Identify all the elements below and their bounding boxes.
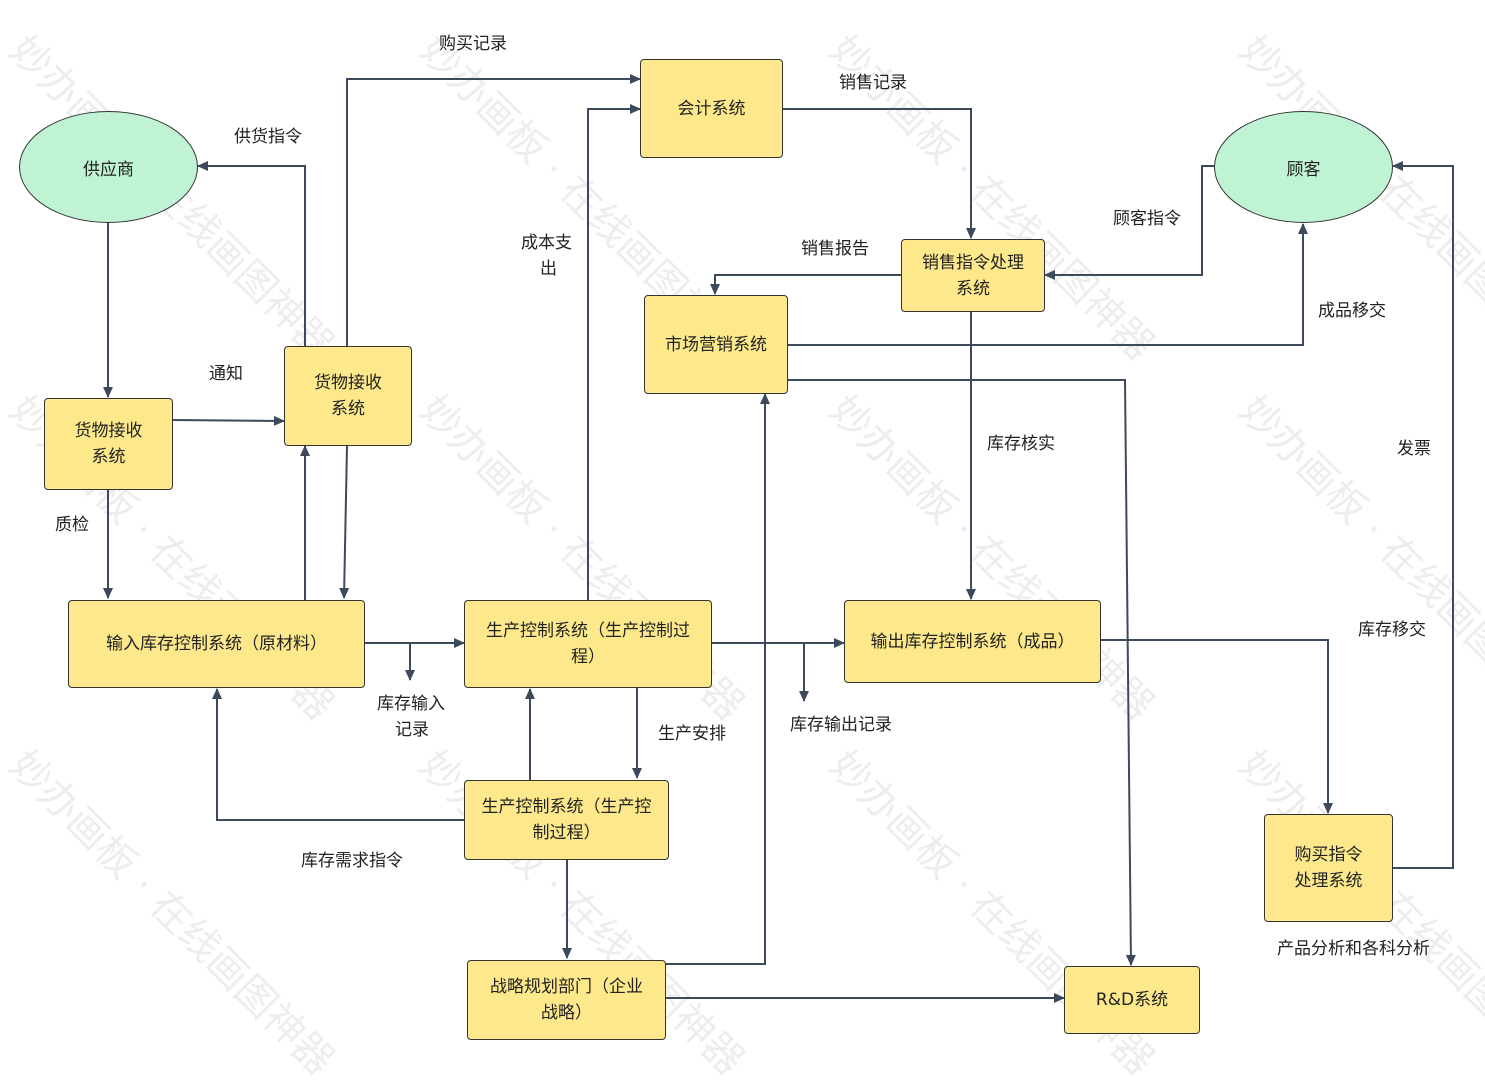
label-inventory-transfer: 库存移交 <box>1358 620 1426 640</box>
edge-strategy-to-marketing <box>665 393 770 965</box>
edge-sales-report <box>710 274 901 295</box>
label-customer-order: 顾客指令 <box>1113 209 1181 229</box>
edge-marketing-to-rnd <box>788 379 1136 966</box>
label-sales-record: 销售记录 <box>839 73 907 93</box>
diagram-canvas <box>103 74 1454 1003</box>
label-inventory-output-record: 库存输出记录 <box>790 715 892 735</box>
rnd-node[interactable]: R&D系统 <box>1064 966 1200 1034</box>
label-cost-line2: 出 <box>540 259 557 279</box>
strategy-node[interactable]: 战略规划部门（企业战略） <box>467 960 666 1040</box>
sales-order-node[interactable]: 销售指令处理系统 <box>901 239 1045 312</box>
input-inventory-node[interactable]: 输入库存控制系统（原材料） <box>68 600 365 688</box>
receiving-left-node[interactable]: 货物接收系统 <box>44 398 173 490</box>
supplier-node[interactable]: 供应商 <box>19 111 198 223</box>
production-control-1-node[interactable]: 生产控制系统（生产控制过程） <box>464 600 712 688</box>
accounting-node[interactable]: 会计系统 <box>640 59 783 158</box>
edge-inventory-transfer <box>1101 639 1333 814</box>
label-supply-order: 供货指令 <box>234 127 302 147</box>
label-quality-check: 质检 <box>55 515 89 535</box>
output-inventory-node[interactable]: 输出库存控制系统（成品） <box>844 600 1101 683</box>
edge-receiving-to-receiving <box>171 415 285 426</box>
edge-product-transfer <box>788 223 1308 346</box>
label-inventory-check: 库存核实 <box>987 434 1055 454</box>
label-sales-report: 销售报告 <box>801 239 869 259</box>
customer-node[interactable]: 顾客 <box>1214 111 1393 223</box>
edge-invoice <box>1392 161 1454 869</box>
label-notify: 通知 <box>209 364 243 384</box>
edge-sales-record <box>783 108 976 239</box>
label-product-analysis: 产品分析和各科分析 <box>1277 939 1430 959</box>
edge-purchase-record <box>346 74 641 346</box>
production-control-2-node[interactable]: 生产控制系统（生产控制过程） <box>464 780 669 860</box>
receiving-right-node[interactable]: 货物接收系统 <box>284 346 412 446</box>
label-product-transfer: 成品移交 <box>1318 301 1386 321</box>
purchase-order-node[interactable]: 购买指令处理系统 <box>1264 814 1393 922</box>
edge-receiving-down <box>339 445 350 599</box>
edge-receiving-supply-order <box>197 161 306 346</box>
edge-inventory-demand <box>212 688 464 821</box>
edge-production-to-accounting <box>587 104 641 600</box>
label-inventory-demand: 库存需求指令 <box>301 851 403 871</box>
label-purchase-record: 购买记录 <box>439 34 507 54</box>
label-production-schedule: 生产安排 <box>658 724 726 744</box>
label-cost-line1: 成本支 <box>521 233 572 253</box>
label-inventory-input-line1: 库存输入 <box>377 694 445 714</box>
marketing-node[interactable]: 市场营销系统 <box>644 295 788 394</box>
edge-customer-order <box>1044 165 1214 280</box>
label-invoice: 发票 <box>1397 439 1431 459</box>
label-inventory-input-line2: 记录 <box>395 720 429 740</box>
